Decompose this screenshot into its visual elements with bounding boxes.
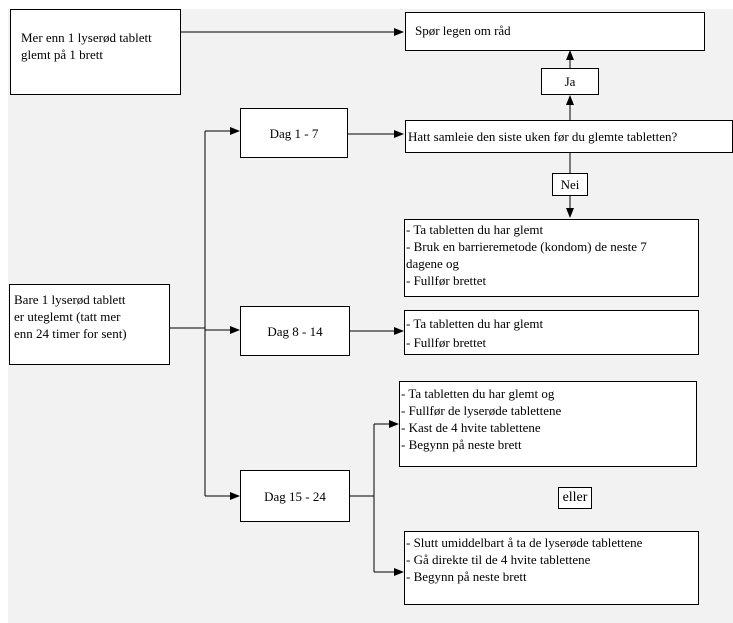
box-text-line: - Ta tabletten du har glemt og <box>401 386 555 401</box>
no-text: Nei <box>560 176 580 192</box>
box-text-line: Bare 1 lyserød tablett <box>14 292 126 307</box>
more-than-one-pill-box: Mer enn 1 lyserød tablett glemt på 1 bre… <box>10 9 181 95</box>
box-text-line: - Ta tabletten du har glemt <box>406 316 544 331</box>
box-text-line: - Fullfør brettet <box>406 335 487 350</box>
box-text-line: dagene og <box>406 256 460 271</box>
box-text-line: - Begynn på neste brett <box>406 569 527 584</box>
box-text: Dag 1 - 7 <box>269 125 319 141</box>
instructions-option-a-box: - Ta tabletten du har glemt og - Fullfør… <box>399 381 697 467</box>
no-label: Nei <box>552 173 588 196</box>
yes-label: Ja <box>541 68 599 95</box>
question-box: Hatt samleie den siste uken før du glemt… <box>405 120 733 153</box>
instructions-day-1-7-box: - Ta tabletten du har glemt - Bruk en ba… <box>404 219 699 297</box>
box-text-line: Mer enn 1 lyserød tablett <box>21 30 152 45</box>
box-text: Hatt samleie den siste uken før du glemt… <box>408 129 678 144</box>
box-text-line: - Fullfør brettet <box>406 273 487 288</box>
box-text-line: - Kast de 4 hvite tablettene <box>401 420 541 435</box>
one-pill-forgotten-box: Bare 1 lyserød tablett er uteglemt (tatt… <box>9 284 170 365</box>
box-text: Dag 8 - 14 <box>267 323 323 339</box>
or-text: eller <box>562 490 588 505</box>
box-text-line: - Bruk en barrieremetode (kondom) de nes… <box>406 239 647 254</box>
box-text-line: - Fullfør de lyserøde tablettene <box>401 403 562 418</box>
day-8-14-box: Dag 8 - 14 <box>240 306 350 356</box>
box-text-line: - Gå direkte til de 4 hvite tablettene <box>406 552 591 567</box>
box-text-line: - Begynn på neste brett <box>401 437 522 452</box>
or-label: eller <box>558 487 592 509</box>
box-text: Spør legen om råd <box>415 23 511 38</box>
instructions-option-b-box: - Slutt umiddelbart å ta de lyserøde tab… <box>404 531 699 605</box>
box-text-line: - Ta tabletten du har glemt <box>406 222 544 237</box>
box-text-line: glemt på 1 brett <box>21 47 103 62</box>
ask-doctor-box: Spør legen om råd <box>405 12 705 51</box>
box-text-line: er uteglemt (tatt mer <box>14 309 121 324</box>
yes-text: Ja <box>564 73 576 89</box>
day-15-24-box: Dag 15 - 24 <box>240 470 350 522</box>
box-text-line: - Slutt umiddelbart å ta de lyserøde tab… <box>406 535 643 550</box>
instructions-day-8-14-box: - Ta tabletten du har glemt - Fullfør br… <box>404 310 699 355</box>
day-1-7-box: Dag 1 - 7 <box>240 108 348 158</box>
box-text-line: enn 24 timer for sent) <box>14 326 127 341</box>
box-text: Dag 15 - 24 <box>264 488 326 504</box>
